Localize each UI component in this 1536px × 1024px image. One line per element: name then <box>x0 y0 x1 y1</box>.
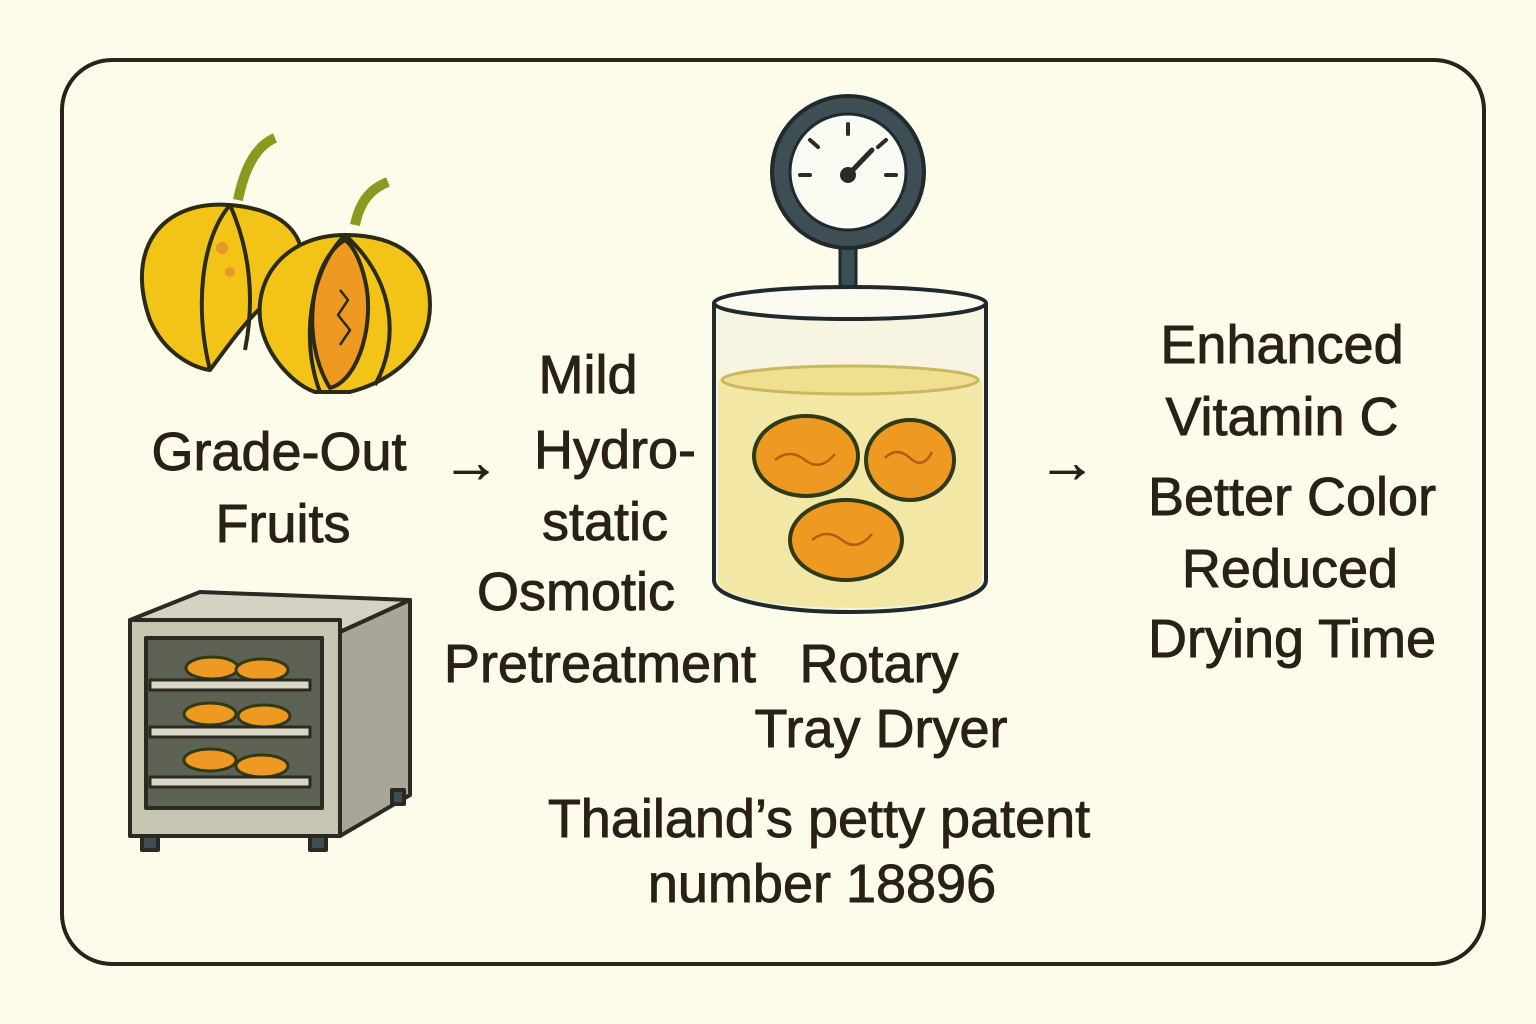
outcome-line1: Enhanced <box>1160 315 1404 375</box>
pretreatment-line2: Hydro- <box>533 420 697 480</box>
dryer-line2: Tray Dryer <box>754 699 1008 759</box>
pretreatment-line5: Pretreatment <box>443 634 757 694</box>
pressure-gauge-icon <box>770 94 926 307</box>
outcome-line3: Better Color <box>1147 467 1437 527</box>
pretreatment-line1: Mild <box>538 345 638 405</box>
pretreatment-line4: Osmotic <box>476 562 676 622</box>
arrow-icon: → <box>1038 430 1097 495</box>
outcome-line2: Vitamin C <box>1165 387 1399 447</box>
patent-line2: number 18896 <box>647 854 997 914</box>
diagram-frame <box>60 58 1486 966</box>
outcome-line4: Reduced <box>1181 539 1399 599</box>
dryer-line1: Rotary <box>799 634 959 694</box>
arrow-icon: → <box>442 430 501 495</box>
cape-gooseberry-fruits-icon <box>140 133 432 394</box>
outcome-line5: Drying Time <box>1147 609 1437 669</box>
patent-line1: Thailand’s petty patent <box>547 789 1091 849</box>
input-label-line1: Grade-Out <box>151 422 407 482</box>
osmotic-solution-jar-icon <box>712 285 988 615</box>
rotary-tray-dryer-icon <box>128 590 412 852</box>
input-label-line2: Fruits <box>215 494 351 554</box>
pretreatment-line3: static <box>541 492 669 552</box>
